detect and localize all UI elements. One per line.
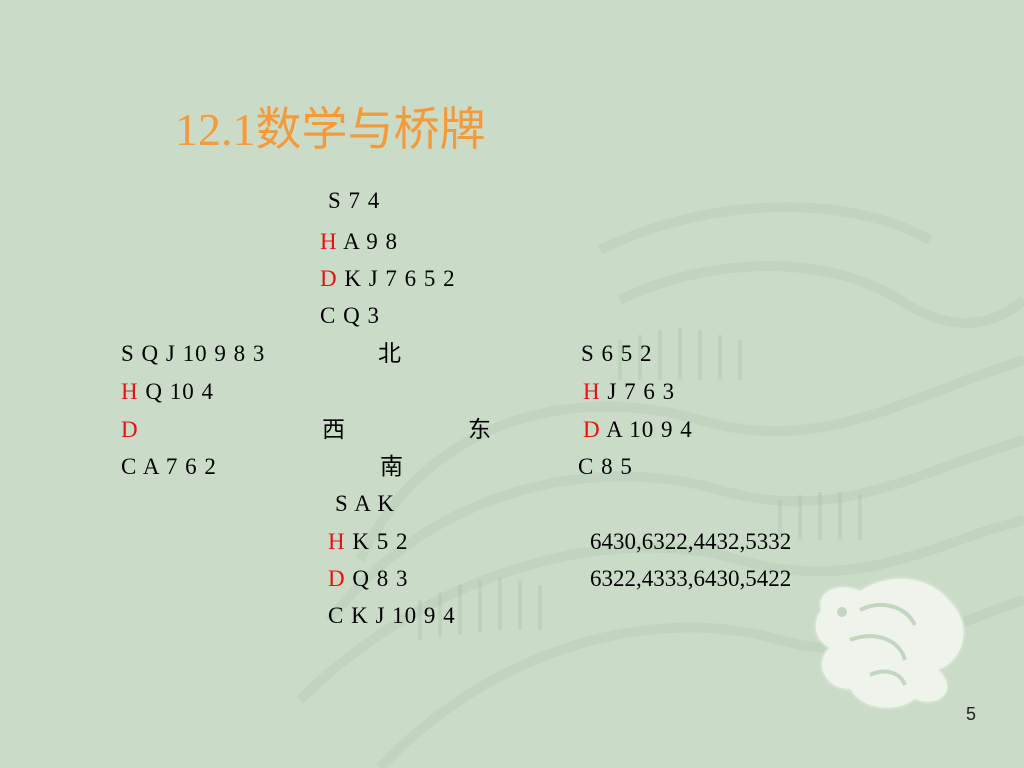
west-hearts-cards: Q 10 4 — [138, 379, 214, 404]
diamonds-suit-label: D — [121, 417, 139, 442]
west-spades: S Q J 10 9 8 3 — [121, 341, 266, 366]
hearts-suit-label: H — [583, 379, 601, 404]
north-diamonds: D K J 7 6 5 2 — [320, 265, 456, 293]
south-clubs: C K J 10 9 4 — [328, 603, 456, 628]
diamonds-suit-label: D — [328, 566, 346, 591]
dragon-emblem-icon — [813, 576, 966, 710]
north-diamonds-cards: K J 7 6 5 2 — [337, 266, 456, 291]
compass-east: 东 — [468, 417, 492, 442]
north-clubs: C Q 3 — [320, 303, 380, 328]
slide-title: 12.1数学与桥牌 — [175, 104, 486, 155]
page-number: 5 — [966, 704, 977, 724]
south-diamonds: D Q 8 3 — [328, 565, 409, 593]
south-hearts-cards: K 5 2 — [345, 529, 409, 554]
south-diamonds-cards: Q 8 3 — [345, 566, 409, 591]
compass-north: 北 — [378, 341, 402, 366]
east-diamonds-cards: A 10 9 4 — [600, 417, 693, 442]
distribution-line-1: 6430,6322,4432,5332 — [590, 529, 792, 554]
hearts-suit-label: H — [121, 379, 139, 404]
hearts-suit-label: H — [320, 229, 338, 254]
north-spades: S 7 4 — [328, 188, 381, 213]
south-spades: S A K — [335, 491, 395, 516]
distribution-line-2: 6322,4333,6430,5422 — [590, 566, 792, 591]
west-clubs: C A 7 6 2 — [121, 454, 217, 479]
east-hearts: H J 7 6 3 — [583, 378, 675, 406]
compass-west: 西 — [322, 417, 346, 442]
west-diamonds: D — [121, 416, 139, 444]
east-spades: S 6 5 2 — [581, 341, 653, 366]
hearts-suit-label: H — [328, 529, 346, 554]
diamonds-suit-label: D — [320, 266, 338, 291]
diamonds-suit-label: D — [583, 417, 601, 442]
east-clubs: C 8 5 — [578, 454, 633, 479]
north-hearts-cards: A 9 8 — [337, 229, 398, 254]
south-hearts: H K 5 2 — [328, 528, 409, 556]
east-diamonds: D A 10 9 4 — [583, 416, 693, 444]
compass-south: 南 — [380, 454, 404, 479]
east-hearts-cards: J 7 6 3 — [600, 379, 676, 404]
west-hearts: H Q 10 4 — [121, 378, 214, 406]
north-hearts: H A 9 8 — [320, 228, 398, 256]
